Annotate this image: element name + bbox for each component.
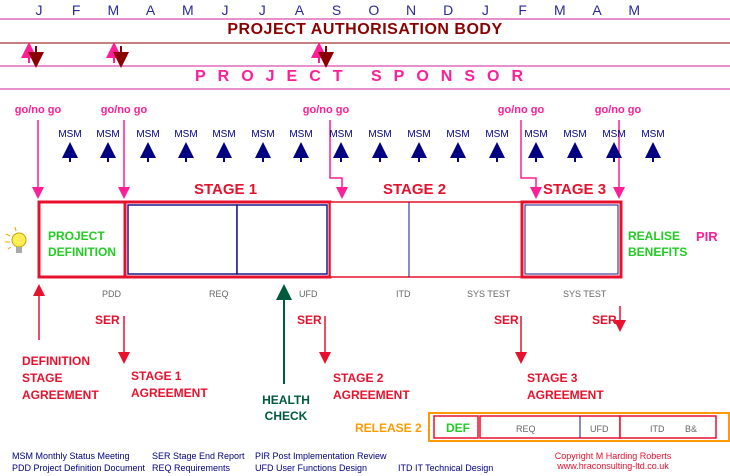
release2-ufd: UFD	[590, 424, 609, 434]
stage1-title: STAGE 1	[194, 181, 258, 198]
msm-label: MSM	[368, 129, 392, 140]
msm-label: MSM	[446, 129, 470, 140]
definition-stage-agreement: DEFINITION STAGE AGREEMENT	[22, 354, 99, 402]
month-label: F	[518, 2, 527, 18]
month-label: A	[145, 2, 156, 18]
ser-label: SER	[95, 313, 120, 327]
msm-label: MSM	[407, 129, 431, 140]
user-functions-box	[236, 204, 328, 275]
gonogo-label: go/no go	[594, 104, 642, 116]
authority-title: PROJECT AUTHORISATION BODY	[227, 21, 503, 38]
copyright-notice: Copyright M Harding Roberts www.hraconsu…	[554, 451, 672, 471]
deliverable-itd: ITD	[396, 289, 411, 299]
gonogo-label: go/no go	[14, 104, 62, 116]
release2-stage2-box	[619, 415, 717, 439]
legend-req: REQ Requirements	[152, 463, 231, 473]
gonogo-label: go/no go	[100, 104, 148, 116]
legend-pir: PIR Post Implementation Review	[255, 451, 387, 461]
release2-def-label: DEF	[446, 421, 470, 435]
project-definition-label: PROJECT DEFINITION	[48, 229, 116, 259]
requirements-label: REQUIREMENTS ANALYSIS	[141, 229, 223, 253]
month-label: D	[443, 2, 454, 18]
technical-label: TECHNICAL DESIGN	[341, 236, 399, 260]
msm-label: MSM	[602, 129, 626, 140]
legend-itd: ITD IT Technical Design	[398, 463, 494, 473]
stage2-title: STAGE 2	[383, 181, 447, 198]
msm-label: MSM	[174, 129, 198, 140]
legend-ufd: UFD User Functions Design	[255, 463, 368, 473]
gonogo-arrow	[329, 120, 348, 199]
stage3-title: STAGE 3	[543, 181, 607, 198]
system-test-box	[524, 204, 619, 275]
sponsor-title: PROJECT SPONSOR	[194, 68, 536, 85]
pir-label: PIR	[696, 229, 718, 244]
system-test-label: SYSTEM TEST & ACCEPT	[550, 222, 592, 259]
month-label: J	[221, 2, 229, 18]
deliverable-ufd: UFD	[299, 289, 318, 299]
legend-msm: MSM Monthly Status Meeting	[12, 451, 130, 461]
msm-label: MSM	[58, 129, 82, 140]
ser-label: SER	[592, 313, 617, 327]
ser-label: SER	[494, 313, 519, 327]
deliverable-pdd: PDD	[102, 289, 122, 299]
month-label: S	[331, 2, 342, 18]
msm-label: MSM	[329, 129, 353, 140]
month-label: J	[35, 2, 43, 18]
release2-def-box	[433, 415, 479, 439]
msm-label: MSM	[96, 129, 120, 140]
msm-label: MSM	[485, 129, 509, 140]
month-label: A	[294, 2, 305, 18]
month-label: M	[107, 2, 120, 18]
month-label: F	[71, 2, 81, 18]
msm-label: MSM	[289, 129, 313, 140]
msm-label: MSM	[251, 129, 275, 140]
month-label: M	[553, 2, 566, 18]
deliverable-sys-test: SYS TEST	[563, 289, 607, 299]
gonogo-label: go/no go	[497, 104, 545, 116]
month-label: J	[258, 2, 266, 18]
month-label: M	[181, 2, 194, 18]
lightbulb-icon	[5, 226, 27, 253]
month-label: N	[405, 2, 417, 18]
health-check-label: HEALTH CHECK	[262, 393, 310, 423]
ser-label: SER	[297, 313, 322, 327]
month-label: M	[628, 2, 641, 18]
release2-build: B&	[685, 424, 698, 434]
requirements-box	[127, 204, 238, 275]
stage1-agreement: STAGE 1 AGREEMENT	[131, 369, 208, 400]
msm-label: MSM	[212, 129, 236, 140]
definition-box	[37, 200, 127, 279]
month-label: A	[592, 2, 602, 18]
msm-label: MSM	[563, 129, 587, 140]
gonogo-arrow	[520, 120, 542, 199]
build-label: BUILD & UNIT TEST	[420, 229, 472, 253]
deliverable-sys-test: SYS TEST	[467, 289, 511, 299]
gonogo-label: go/no go	[302, 104, 350, 116]
legend-pdd: PDD Project Definition Document	[12, 463, 146, 473]
stage2-box	[329, 201, 523, 278]
msm-label: MSM	[524, 129, 548, 140]
release2-label: RELEASE 2	[355, 421, 422, 435]
month-label: J	[481, 2, 489, 18]
stage2-agreement: STAGE 2 AGREEMENT	[333, 371, 410, 402]
msm-label: MSM	[641, 129, 665, 140]
realise-benefits-label: REALISE BENEFITS	[628, 229, 688, 259]
deliverable-req: REQ	[209, 289, 229, 299]
msm-arrows	[62, 142, 661, 162]
msm-label: MSM	[136, 129, 160, 140]
stage3-agreement: STAGE 3 AGREEMENT	[527, 371, 604, 402]
release2-req: REQ	[516, 424, 536, 434]
user-functions-label: USER FUNCTIONS DESIGN	[252, 222, 312, 259]
release2-itd: ITD	[650, 424, 665, 434]
legend-ser: SER Stage End Report	[152, 451, 245, 461]
month-label: O	[368, 2, 380, 18]
